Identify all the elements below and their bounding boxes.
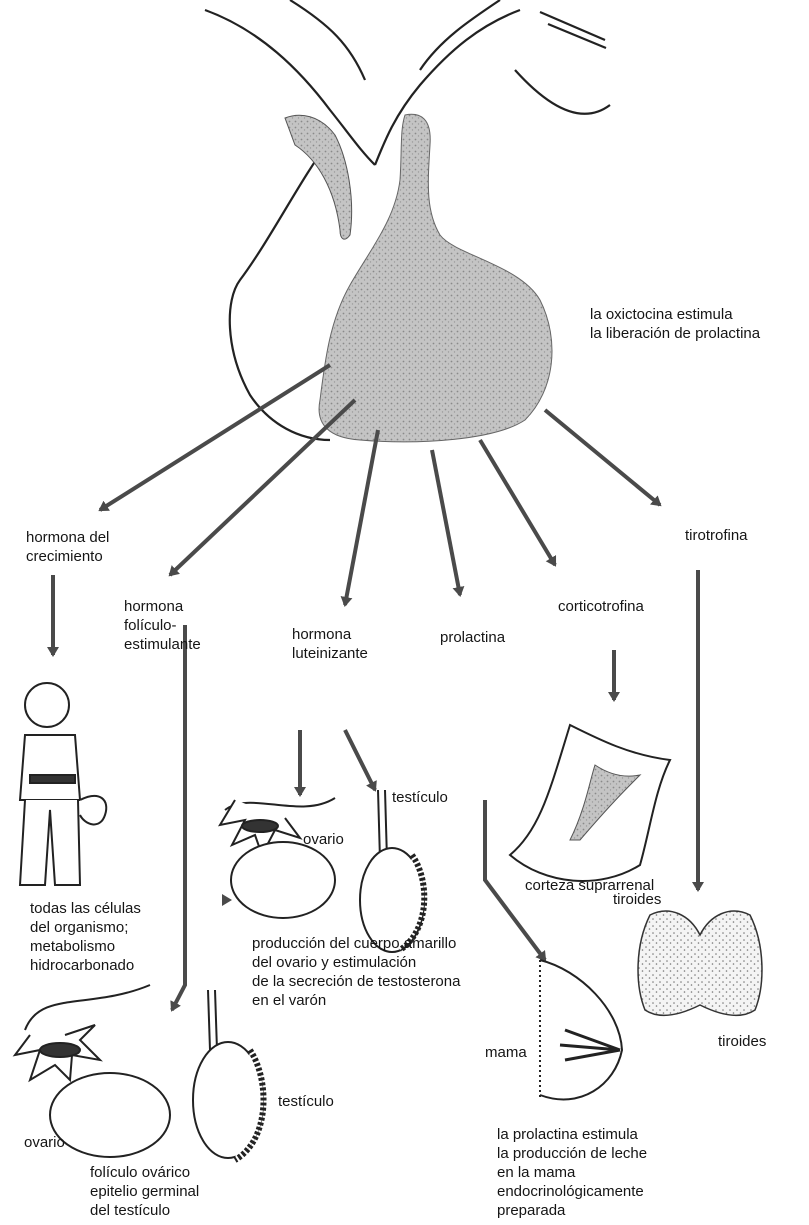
label-thyrotrophin: tirotrofina (685, 526, 748, 545)
label-gh-effect: todas las células del organismo; metabol… (30, 899, 141, 975)
label-prolactin: prolactina (440, 628, 505, 647)
fsh-testis (193, 990, 264, 1160)
label-corticotrophin: corticotrofina (558, 597, 644, 616)
label-testis-lh: testículo (392, 788, 448, 807)
breast (540, 960, 622, 1100)
label-lh-effect: producción del cuerpo amarillo del ovari… (252, 934, 460, 1010)
label-fsh-effect: folículo ovárico epitelio germinal del t… (90, 1163, 199, 1220)
child-figure (20, 683, 106, 885)
lh-ovary (220, 798, 335, 918)
label-lh: hormona luteinizante (292, 625, 368, 663)
lh-testis (360, 790, 424, 952)
label-fsh: hormona folículo- estimulante (124, 597, 201, 654)
adrenal-cortex (510, 725, 670, 881)
label-ovary-lh: ovario (303, 830, 344, 849)
label-prolactin-effect: la prolactina estimula la producción de … (497, 1125, 647, 1220)
label-ovary-fsh: ovario (24, 1133, 65, 1152)
label-testis-fsh: testículo (278, 1092, 334, 1111)
thyroid-gland (638, 911, 762, 1015)
label-breast: mama (485, 1043, 527, 1062)
label-growth-hormone: hormona del crecimiento (26, 528, 109, 566)
label-thyroid-lower: tiroides (718, 1032, 766, 1051)
fsh-ovary (15, 985, 170, 1157)
label-thyroid-upper: tiroides (613, 890, 661, 909)
oxytocin-note: la oxictocina estimula la liberación de … (590, 305, 760, 343)
